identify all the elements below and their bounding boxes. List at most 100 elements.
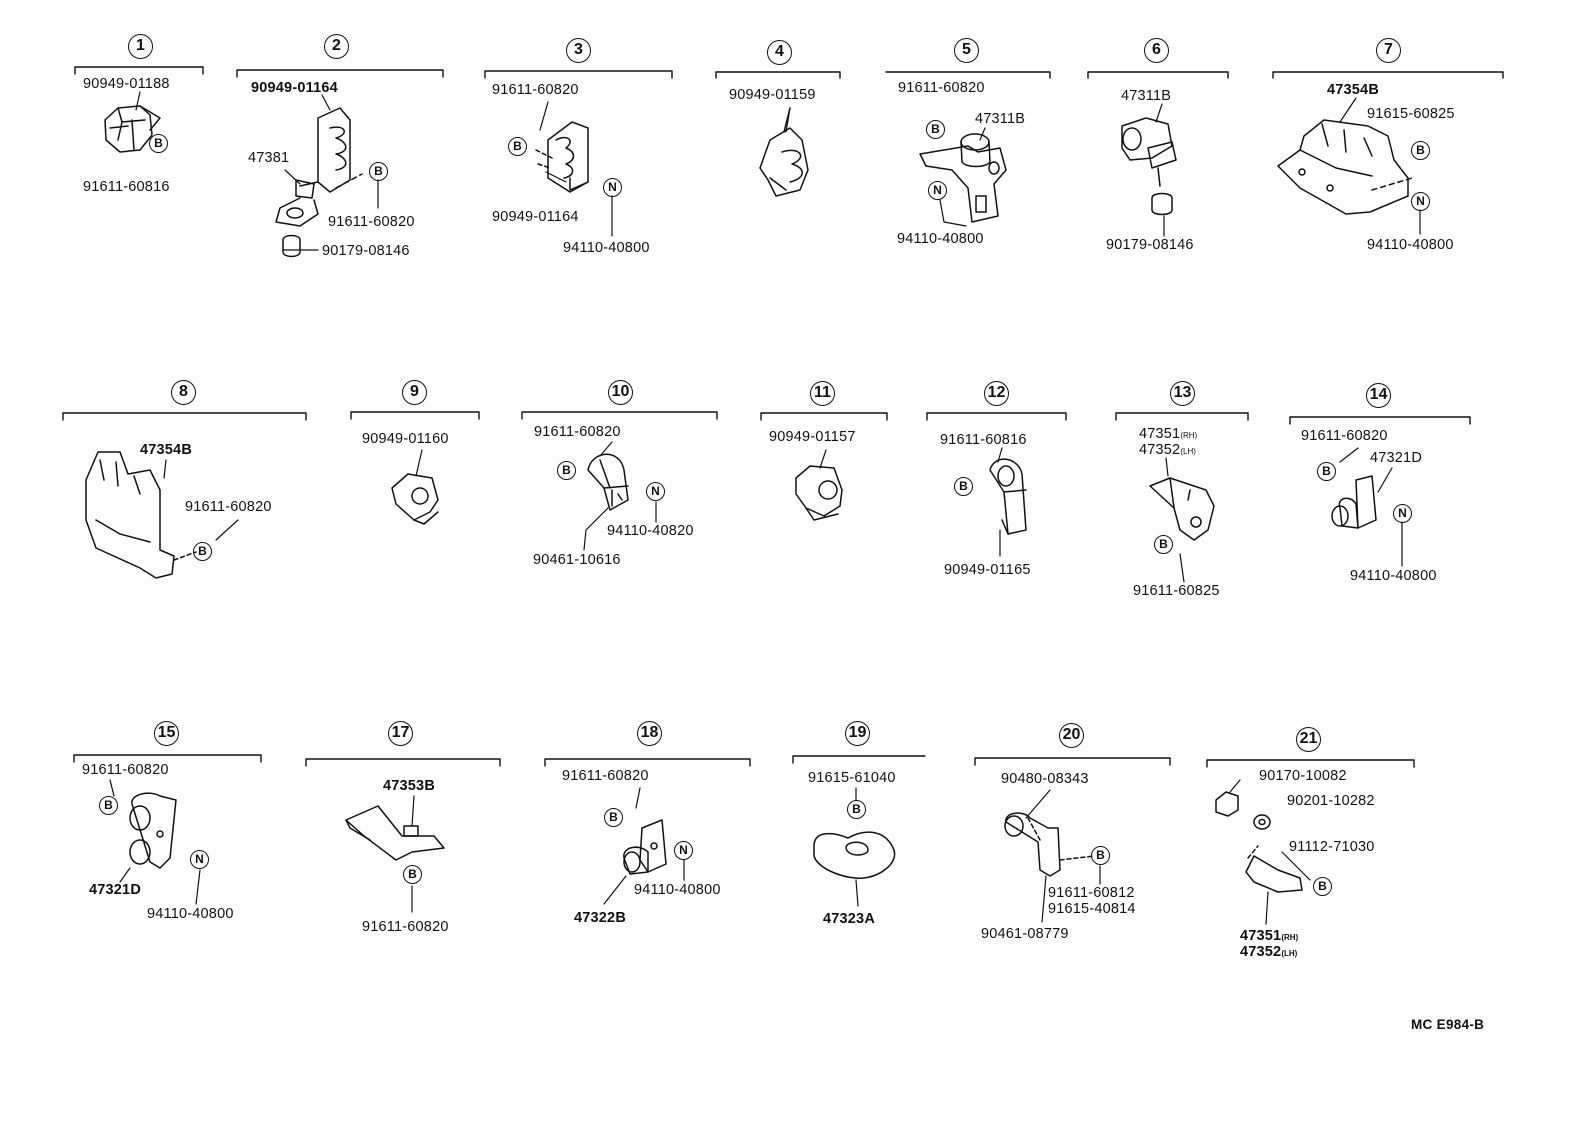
bolt-marker: B bbox=[1411, 141, 1430, 160]
bracket-12 bbox=[926, 412, 1067, 421]
group-number: 18 bbox=[637, 721, 662, 746]
bracket-2 bbox=[236, 69, 444, 78]
part-number: 91611-60816 bbox=[940, 432, 1027, 448]
clamp-part-14 bbox=[1331, 475, 1377, 529]
bracket-21 bbox=[1206, 759, 1415, 768]
part-number: 47351(RH) bbox=[1139, 426, 1198, 442]
part-number: 91615-40814 bbox=[1048, 901, 1136, 917]
group-number: 1 bbox=[128, 34, 153, 59]
part-number: 90949-01165 bbox=[944, 562, 1031, 578]
group-number: 12 bbox=[984, 381, 1009, 406]
part-number: 90461-08779 bbox=[981, 926, 1069, 942]
bolt-marker: B bbox=[1313, 877, 1332, 896]
group-number: 3 bbox=[566, 38, 591, 63]
bracket-9 bbox=[350, 411, 480, 420]
part-number: 47311B bbox=[1121, 88, 1172, 104]
bracket-3 bbox=[484, 70, 673, 79]
bolt-marker: B bbox=[847, 800, 866, 819]
part-number: 47321D bbox=[89, 882, 141, 898]
part-number: 47321D bbox=[1370, 450, 1422, 466]
nut-marker: N bbox=[646, 482, 665, 501]
bolt-marker: B bbox=[1091, 846, 1110, 865]
part-number: 47381 bbox=[248, 150, 290, 166]
clamp-part-18 bbox=[623, 819, 667, 875]
clip-part-19 bbox=[813, 831, 896, 879]
nut-marker: N bbox=[1393, 504, 1412, 523]
clamp-part-12 bbox=[989, 458, 1027, 535]
part-number: 90949-01188 bbox=[83, 76, 170, 92]
part-number: 91615-60825 bbox=[1367, 106, 1455, 122]
bolt-marker: B bbox=[1154, 535, 1173, 554]
part-number: 90201-10282 bbox=[1287, 793, 1375, 809]
bolt-marker: B bbox=[369, 162, 388, 181]
part-number: 91615-61040 bbox=[808, 770, 896, 786]
group-number: 8 bbox=[171, 380, 196, 405]
bolt-marker: B bbox=[557, 461, 576, 480]
bolt-marker: B bbox=[926, 120, 945, 139]
part-number: 47353B bbox=[383, 778, 435, 794]
clamp-part-6 bbox=[1121, 117, 1177, 216]
part-number: 91611-60820 bbox=[82, 762, 169, 778]
part-number: 94110-40800 bbox=[1367, 237, 1454, 253]
part-number: 94110-40800 bbox=[563, 240, 650, 256]
group-number: 21 bbox=[1296, 727, 1321, 752]
part-number: 91611-60820 bbox=[492, 82, 579, 98]
part-number: 91611-60816 bbox=[83, 179, 170, 195]
part-number: 91611-60820 bbox=[534, 424, 621, 440]
group-number: 6 bbox=[1144, 38, 1169, 63]
part-number: 91611-60820 bbox=[362, 919, 449, 935]
bracket-6 bbox=[1087, 71, 1229, 79]
bracket-13 bbox=[1115, 412, 1249, 421]
bracket-11 bbox=[760, 412, 888, 421]
clamp-part-2 bbox=[275, 107, 363, 258]
group-number: 15 bbox=[154, 721, 179, 746]
bracket-4 bbox=[715, 71, 841, 79]
bracket-part-17 bbox=[345, 805, 445, 861]
part-number: 94110-40820 bbox=[607, 523, 694, 539]
bracket-part-13 bbox=[1149, 477, 1215, 541]
part-number: 94110-40800 bbox=[147, 906, 234, 922]
part-number: 94110-40800 bbox=[897, 231, 984, 247]
part-number: 91611-60825 bbox=[1133, 583, 1220, 599]
bracket-part-20 bbox=[1004, 812, 1095, 877]
bracket-part-8 bbox=[85, 451, 197, 579]
nut-marker: N bbox=[603, 178, 622, 197]
part-number: 91611-60820 bbox=[185, 499, 272, 515]
part-number: 90949-01160 bbox=[362, 431, 449, 447]
part-number: 47352(LH) bbox=[1240, 944, 1298, 960]
bolt-marker: B bbox=[604, 808, 623, 827]
group-number: 5 bbox=[954, 38, 979, 63]
part-number: 90179-08146 bbox=[1106, 237, 1194, 253]
group-number: 17 bbox=[388, 721, 413, 746]
clamp-part-11 bbox=[795, 465, 843, 521]
group-number: 20 bbox=[1059, 723, 1084, 748]
part-number: 91611-60820 bbox=[1301, 428, 1388, 444]
part-number: 90170-10082 bbox=[1259, 768, 1347, 784]
bracket-19 bbox=[792, 755, 926, 764]
part-number: 90949-01157 bbox=[769, 429, 856, 445]
part-number: 94110-40800 bbox=[634, 882, 721, 898]
bracket-5 bbox=[885, 71, 1051, 79]
bolt-marker: B bbox=[1317, 462, 1336, 481]
bolt-marker: B bbox=[193, 542, 212, 561]
clamp-part-5 bbox=[919, 133, 1007, 223]
bracket-17 bbox=[305, 758, 501, 767]
bracket-1 bbox=[74, 66, 204, 75]
part-number: 90461-10616 bbox=[533, 552, 621, 568]
group-number: 9 bbox=[402, 380, 427, 405]
group-number: 19 bbox=[845, 721, 870, 746]
bracket-20 bbox=[974, 757, 1171, 766]
bracket-14 bbox=[1289, 416, 1471, 425]
part-number: 47352(LH) bbox=[1139, 442, 1196, 458]
bolt-marker: B bbox=[508, 137, 527, 156]
part-number: 47354B bbox=[140, 442, 192, 458]
group-number: 13 bbox=[1170, 381, 1195, 406]
parts-part-21 bbox=[1215, 791, 1303, 893]
part-number: 91611-60820 bbox=[328, 214, 415, 230]
nut-marker: N bbox=[1411, 192, 1430, 211]
clamp-part-9 bbox=[391, 473, 439, 525]
bracket-10 bbox=[521, 411, 718, 420]
part-number: 90949-01164 bbox=[251, 80, 338, 96]
group-number: 11 bbox=[810, 381, 835, 406]
